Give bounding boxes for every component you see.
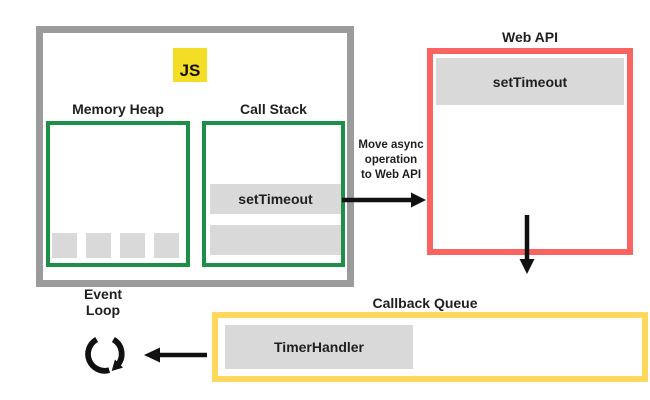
move-async-annotation: Move async operation to Web API	[350, 138, 432, 183]
web-api-label: Web API	[501, 29, 558, 45]
memory-heap-label: Memory Heap	[72, 101, 164, 117]
memory-block	[120, 233, 145, 258]
memory-block	[154, 233, 179, 258]
call-stack-box: setTimeout	[202, 121, 345, 267]
memory-block	[86, 233, 111, 258]
js-logo-text: JS	[179, 61, 201, 80]
move-async-line3: to Web API	[360, 169, 422, 181]
move-async-line1: Move async	[358, 139, 424, 151]
move-async-line2: operation	[364, 154, 418, 166]
web-api-box: setTimeout	[427, 48, 633, 255]
circular-arrow-icon	[85, 336, 125, 374]
event-loop-label-line2: Loop	[85, 302, 121, 318]
memory-heap-blocks	[52, 233, 179, 258]
event-loop-label: Event Loop	[73, 286, 133, 318]
arrow-right-icon	[342, 192, 426, 208]
event-loop-label-line1: Event	[83, 286, 123, 302]
memory-heap-box	[46, 121, 190, 267]
memory-block	[52, 233, 77, 258]
callback-queue-item-timerhandler: TimerHandler	[225, 325, 413, 369]
call-stack-label: Call Stack	[240, 101, 307, 117]
call-stack-frame-empty	[210, 225, 341, 255]
web-api-item-settimeout: setTimeout	[436, 58, 624, 105]
arrow-left-icon	[144, 347, 207, 363]
call-stack-frame-settimeout: setTimeout	[210, 184, 341, 214]
callback-queue-box: TimerHandler	[212, 312, 648, 382]
callback-queue-label: Callback Queue	[372, 295, 478, 311]
js-logo: JS	[173, 48, 207, 82]
